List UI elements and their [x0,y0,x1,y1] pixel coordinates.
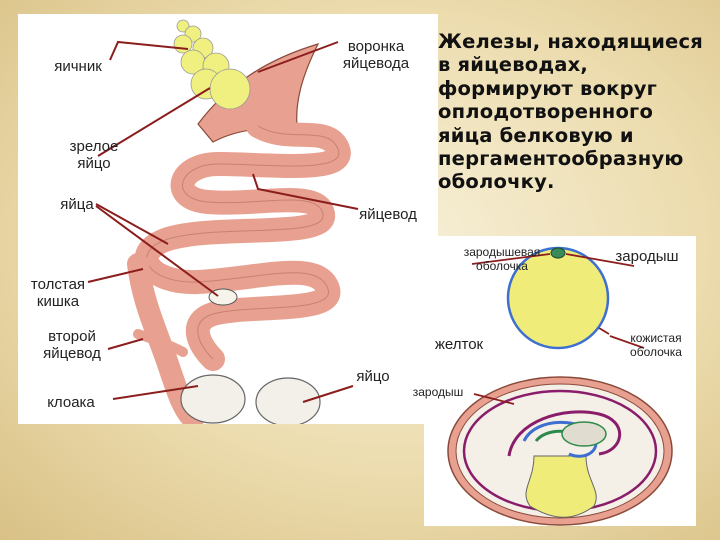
label-embryo-bottom: зародыш [398,386,478,400]
label-cloaca: клоака [36,394,106,411]
label-oviduct: яйцевод [348,206,428,223]
yolk-sac [526,456,596,517]
embryo-body [562,422,606,446]
label-embryo-top: зародыш [604,248,690,265]
label-eggs: яйца [52,196,102,213]
oviduct-tube [147,126,339,359]
label-ovary: яичник [38,58,118,75]
label-large-intestine: толстая кишка [18,276,98,311]
ovary-cluster [174,20,250,109]
egg-structure-panel: зародышевая оболочка зародыш желток кожи… [424,236,696,526]
embryo-disc-top [551,248,565,258]
label-second-oviduct: второй яйцевод [32,328,112,363]
label-germinal-membrane: зародышевая оболочка [452,246,552,274]
label-oviduct-funnel: воронка яйцевода [336,38,416,73]
laid-egg [256,378,320,424]
label-leathery-shell: кожистая оболочка [616,332,696,360]
heading-text: Железы, находящиеся в яйцеводах, формиру… [438,30,714,194]
label-mature-egg: зрелое яйцо [54,138,134,173]
egg-in-cloaca [181,375,245,423]
label-egg: яйцо [348,368,398,385]
reproductive-system-panel: яичник воронка яйцевода зрелое яйцо яйца… [18,14,438,424]
label-yolk: желток [424,336,494,353]
egg-structure-drawing [424,236,696,526]
